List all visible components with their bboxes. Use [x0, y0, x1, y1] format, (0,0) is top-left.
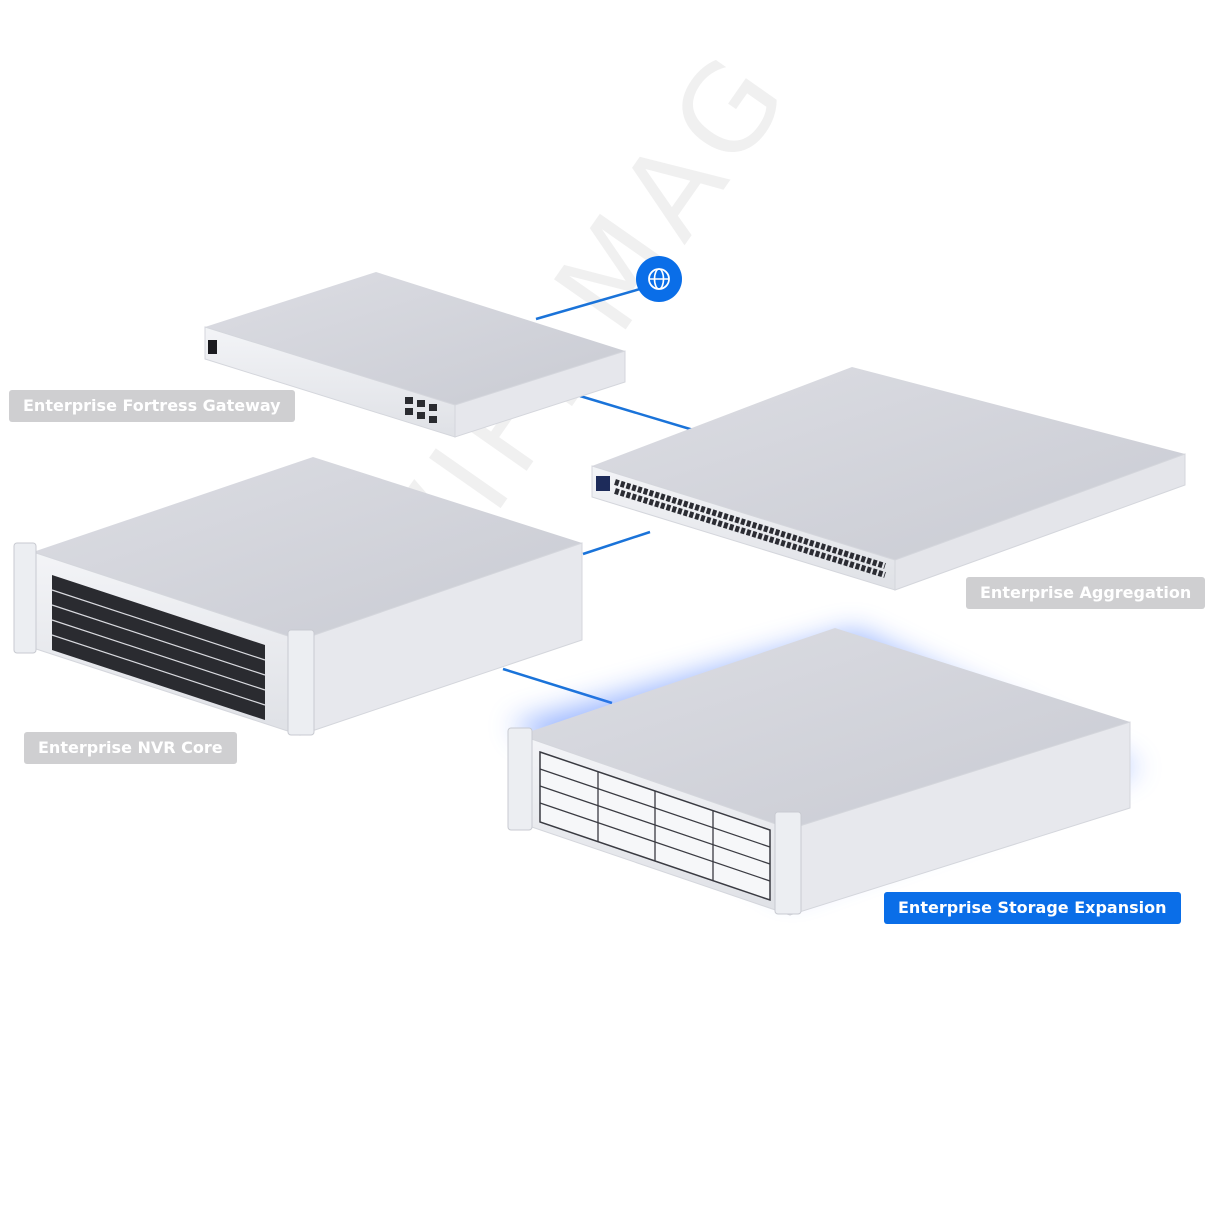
label-enterprise-aggregation[interactable]: Enterprise Aggregation: [966, 577, 1205, 609]
link-internet-gateway: [536, 289, 640, 319]
gateway-display: [208, 340, 217, 354]
storage-left-handle: [508, 728, 532, 830]
link-gateway-aggregation: [580, 396, 700, 432]
label-enterprise-nvr-core[interactable]: Enterprise NVR Core: [24, 732, 237, 764]
link-nvr-storage: [503, 669, 612, 703]
nvr-left-handle: [14, 543, 36, 653]
nvr-device: [14, 457, 582, 735]
label-enterprise-fortress-gateway[interactable]: Enterprise Fortress Gateway: [9, 390, 295, 422]
aggregation-device: [592, 367, 1185, 590]
link-aggregation-nvr: [583, 532, 650, 554]
aggregation-display: [596, 476, 610, 491]
label-enterprise-storage-expansion[interactable]: Enterprise Storage Expansion: [884, 892, 1181, 924]
globe-icon[interactable]: [636, 256, 682, 302]
storage-right-handle: [775, 812, 801, 914]
storage-device: [508, 628, 1140, 915]
nvr-right-handle: [288, 630, 314, 735]
